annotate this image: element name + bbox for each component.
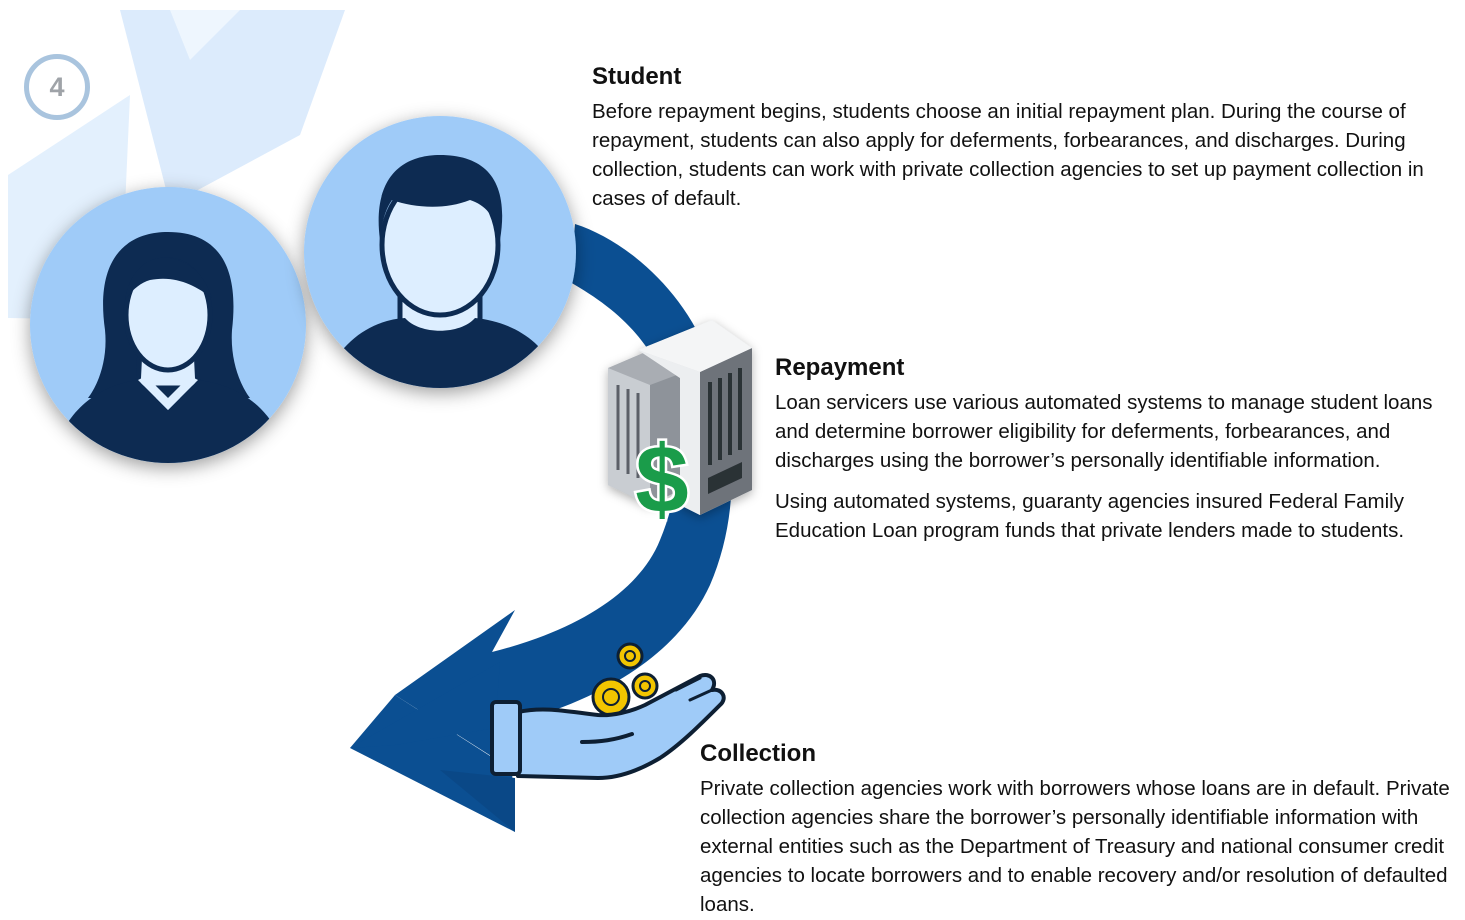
repayment-paragraph-servicers: Loan servicers use various automated sys…	[775, 391, 1433, 472]
student-heading: Student	[592, 63, 682, 90]
dollar-sign-icon: $	[633, 424, 691, 536]
collection-section: Collection Private collection agencies w…	[700, 740, 1455, 919]
repayment-paragraph-guaranty: Using automated systems, guaranty agenci…	[775, 490, 1405, 542]
student-section: Student Before repayment begins, student…	[592, 63, 1442, 213]
repayment-heading: Repayment	[775, 354, 905, 381]
hand-with-coins-icon	[490, 642, 726, 780]
female-student-icon	[30, 187, 306, 463]
collection-description: Private collection agencies work with bo…	[700, 777, 1450, 916]
step-number-badge: 4	[24, 54, 90, 120]
male-student-icon	[304, 116, 576, 388]
collection-heading: Collection	[700, 740, 817, 767]
bank-building-icon	[608, 320, 752, 515]
svg-text:$: $	[635, 426, 688, 533]
curved-flow-arrow	[350, 224, 732, 832]
step-number: 4	[49, 71, 65, 102]
repayment-section: Repayment Loan servicers use various aut…	[775, 354, 1450, 545]
student-description: Before repayment begins, students choose…	[592, 100, 1424, 210]
